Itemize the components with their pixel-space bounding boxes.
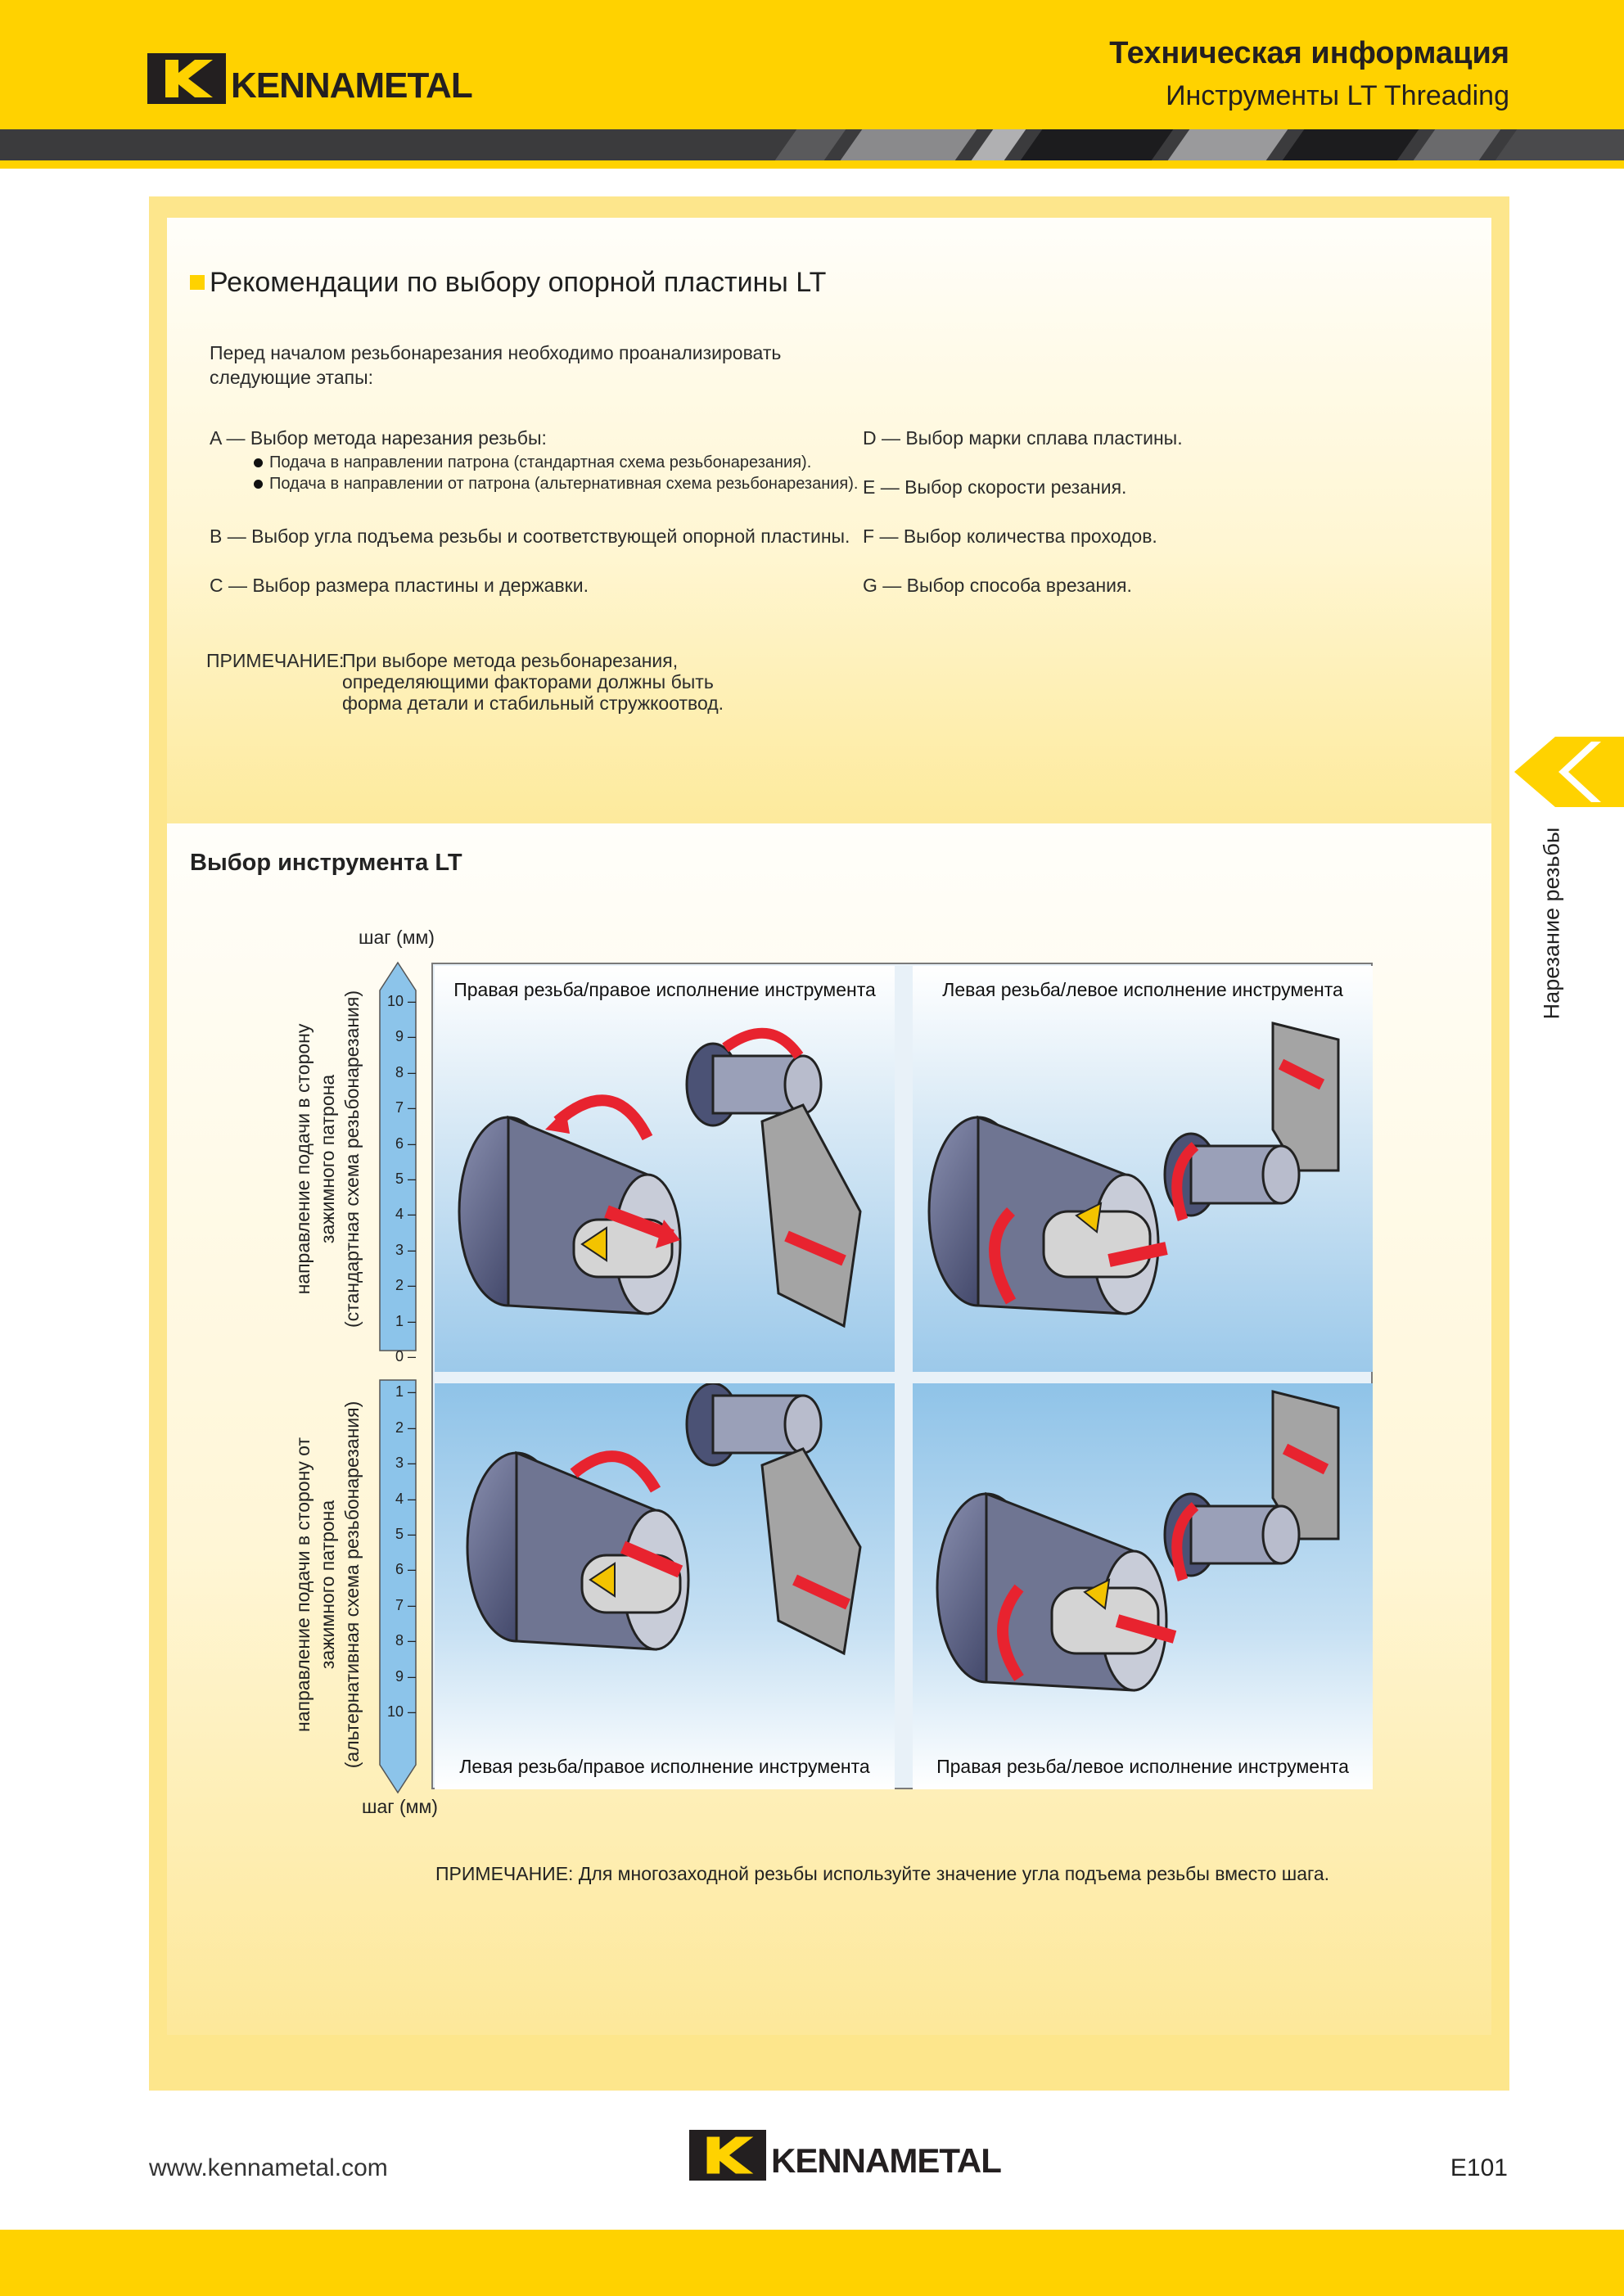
side-label-bottom-line-2: зажимного патрона [317, 1500, 338, 1670]
cell-top-left-label: Правая резьба/правое исполнение инструме… [453, 979, 876, 1000]
bullet-dot-icon [254, 458, 263, 468]
pitch-tick-zero: 0 – [395, 1348, 416, 1365]
kennametal-logo: KENNAMETAL [147, 51, 473, 106]
section-bullet-square-icon [190, 275, 205, 290]
side-label-bottom: направление подачи в сторону от зажимног… [291, 1401, 364, 1769]
side-label-bottom-line-1: направление подачи в сторону от [292, 1437, 314, 1733]
pitch-tick: 4 – [395, 1206, 416, 1223]
step-a-bullet-2: Подача в направлении от патрона (альтерн… [254, 471, 858, 496]
step-e: E — Выбор скорости резания. [863, 476, 1127, 498]
pitch-tick: 8 – [395, 1632, 416, 1649]
note-line-3: форма детали и стабильный стружкоотвод. [342, 692, 724, 714]
pitch-tick: 2 – [395, 1277, 416, 1294]
note-line-1: При выборе метода резьбонарезания, [342, 650, 679, 671]
pitch-tick: 4 – [395, 1490, 416, 1507]
cell-top-right: Левая резьба/левое исполнение инструмент… [913, 966, 1373, 1372]
bottom-bar [0, 2230, 1624, 2296]
step-a: A — Выбор метода нарезания резьбы: [210, 427, 547, 449]
page-number: E101 [1450, 2154, 1508, 2181]
footer-url[interactable]: www.kennametal.com [149, 2154, 388, 2181]
pitch-label-bottom: шаг (мм) [362, 1796, 438, 1817]
section1-title: Рекомендации по выбору опорной пластины … [210, 267, 827, 298]
content-frame: Рекомендации по выбору опорной пластины … [149, 196, 1509, 2091]
kennametal-k-mark-icon [689, 2130, 766, 2181]
pitch-tick: 9 – [395, 1028, 416, 1045]
brand-wordmark: KENNAMETAL [231, 65, 473, 106]
pitch-tick: 3 – [395, 1241, 416, 1258]
section2-title: Выбор инструмента LT [190, 850, 462, 876]
step-g: G — Выбор способа врезания. [863, 575, 1132, 596]
cell-top-left: Правая резьба/правое исполнение инструме… [435, 966, 895, 1372]
header-underline [0, 160, 1624, 169]
step-a-bullet-1: Подача в направлении патрона (стандартна… [254, 450, 811, 475]
cell-bottom-left-label: Левая резьба/правое исполнение инструмен… [459, 1756, 870, 1777]
side-label-top-line-3: (стандартная схема резьбонарезания) [341, 990, 363, 1328]
footer-brand-wordmark: KENNAMETAL [771, 2141, 1002, 2180]
kennametal-k-mark-icon [147, 53, 226, 104]
note-line-2: определяющими факторами должны быть [342, 671, 714, 692]
side-label-top-line-1: направление подачи в сторону [292, 1023, 314, 1295]
cell-bottom-right-label: Правая резьба/левое исполнение инструмен… [936, 1756, 1349, 1777]
recommendations-panel: Рекомендации по выбору опорной пластины … [167, 218, 1491, 823]
header-subtitle: Инструменты LT Threading [1166, 80, 1509, 111]
pitch-tick: 6 – [395, 1134, 416, 1152]
page-header: KENNAMETAL Техническая информация Инстру… [0, 0, 1624, 129]
multistart-thread-note: ПРИМЕЧАНИЕ: Для многозаходной резьбы исп… [435, 1863, 1330, 1884]
pitch-scale-icon [379, 961, 417, 1794]
tool-selection-panel: Выбор инструмента LT шаг (мм) 10 – 9 – 8 –… [167, 823, 1491, 2035]
side-tab-chevron-icon [1514, 737, 1624, 807]
pitch-tick: 1 – [395, 1383, 416, 1401]
header-stripe [0, 129, 1624, 160]
pitch-tick: 10 – [386, 993, 416, 1009]
pitch-tick: 8 – [395, 1063, 416, 1080]
footer-kennametal-logo: KENNAMETAL [689, 2130, 1002, 2181]
step-d: D — Выбор марки сплава пластины. [863, 427, 1183, 449]
step-b: B — Выбор угла подъема резьбы и соответс… [210, 526, 850, 547]
pitch-tick: 5 – [395, 1526, 416, 1542]
bullet-text: Подача в направлении от патрона (альтерн… [269, 475, 859, 493]
pitch-tick: 2 – [395, 1419, 416, 1436]
pitch-tick: 10 – [386, 1703, 416, 1720]
internal-threading-alt-right-hand-icon [466, 1383, 862, 1656]
pitch-tick: 7 – [395, 1099, 416, 1116]
header-title: Техническая информация [1109, 36, 1509, 70]
pitch-label-top: шаг (мм) [359, 927, 435, 948]
internal-threading-right-hand-icon [458, 1027, 862, 1328]
cell-top-right-label: Левая резьба/левое исполнение инструмент… [942, 979, 1343, 1000]
cell-bottom-left: Левая резьба/правое исполнение инструмен… [435, 1383, 895, 1789]
intro-line-1: Перед началом резьбонарезания необходимо… [210, 342, 782, 363]
intro-line-2: следующие этапы: [210, 367, 374, 388]
bullet-text: Подача в направлении патрона (стандартна… [269, 453, 812, 471]
pitch-tick: 1 – [395, 1312, 416, 1329]
side-label-top: направление подачи в сторону зажимного п… [291, 990, 364, 1328]
tool-selection-grid: Правая резьба/правое исполнение инструме… [431, 963, 1373, 1789]
cell-bottom-right: Правая резьба/левое исполнение инструмен… [913, 1383, 1373, 1789]
side-tab-label: Нарезание резьбы [1539, 827, 1564, 1020]
pitch-tick: 3 – [395, 1455, 416, 1472]
side-label-bottom-line-3: (альтернативная схема резьбонарезания) [341, 1401, 363, 1769]
pitch-tick: 5 – [395, 1171, 416, 1187]
pitch-tick: 6 – [395, 1561, 416, 1578]
step-c: C — Выбор размера пластины и державки. [210, 575, 589, 596]
side-label-top-line-2: зажимного патрона [317, 1074, 338, 1244]
internal-threading-alt-left-hand-icon [936, 1390, 1340, 1692]
bullet-dot-icon [254, 480, 263, 489]
pitch-tick: 9 – [395, 1667, 416, 1685]
internal-threading-left-hand-icon [927, 1022, 1340, 1315]
step-f: F — Выбор количества проходов. [863, 526, 1157, 547]
pitch-tick: 7 – [395, 1596, 416, 1613]
note-label: ПРИМЕЧАНИЕ: [206, 650, 345, 671]
